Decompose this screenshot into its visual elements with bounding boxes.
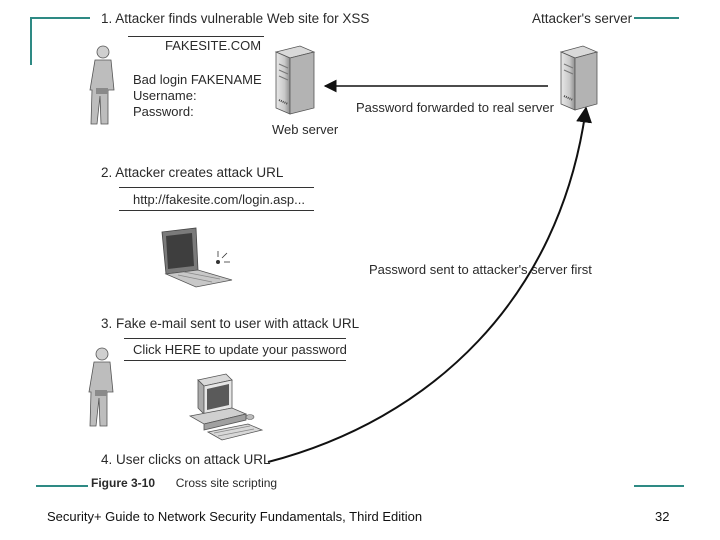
step4-title: 4. User clicks on attack URL bbox=[101, 452, 271, 467]
url-box-bottom bbox=[119, 210, 314, 211]
email-box-bottom bbox=[124, 360, 346, 361]
fakesite-box-line bbox=[128, 36, 264, 37]
fakesite-name: FAKESITE.COM bbox=[165, 38, 262, 53]
footer-book-title: Security+ Guide to Network Security Fund… bbox=[47, 509, 423, 524]
desktop-computer-icon bbox=[188, 373, 264, 441]
email-text: Click HERE to update your password bbox=[133, 342, 347, 357]
web-server-icon bbox=[274, 45, 316, 115]
figure-caption-text: Cross site scripting bbox=[175, 476, 278, 490]
frame-bottom-left bbox=[36, 485, 88, 487]
frame-top-left bbox=[30, 17, 90, 19]
laptop-icon bbox=[161, 227, 233, 288]
sent-label: Password sent to attacker's server first bbox=[369, 262, 592, 277]
step1-title: 1. Attacker finds vulnerable Web site fo… bbox=[101, 11, 370, 26]
web-server-label: Web server bbox=[272, 122, 339, 137]
figure-caption: Figure 3-10 Cross site scripting bbox=[91, 476, 277, 490]
url-box-top bbox=[119, 187, 314, 188]
login-line-1: Bad login FAKENAME bbox=[133, 72, 262, 87]
attack-url: http://fakesite.com/login.asp... bbox=[133, 192, 305, 207]
frame-left-vertical bbox=[30, 17, 32, 65]
login-line-3: Password: bbox=[133, 104, 194, 119]
email-box-top bbox=[124, 338, 346, 339]
footer-page-number: 32 bbox=[655, 509, 670, 524]
sent-arrow bbox=[267, 106, 592, 463]
login-line-2: Username: bbox=[133, 88, 197, 103]
user-person-icon bbox=[88, 347, 114, 427]
step2-title: 2. Attacker creates attack URL bbox=[101, 165, 284, 180]
frame-bottom-right bbox=[634, 485, 684, 487]
forward-label: Password forwarded to real server bbox=[356, 100, 554, 115]
attacker-person-icon bbox=[89, 45, 115, 125]
attackers-server-label: Attacker's server bbox=[532, 11, 633, 26]
step3-title: 3. Fake e-mail sent to user with attack … bbox=[101, 316, 360, 331]
figure-number: Figure 3-10 bbox=[91, 476, 156, 490]
attackers-server-icon bbox=[559, 45, 599, 111]
frame-top-right bbox=[634, 17, 679, 19]
